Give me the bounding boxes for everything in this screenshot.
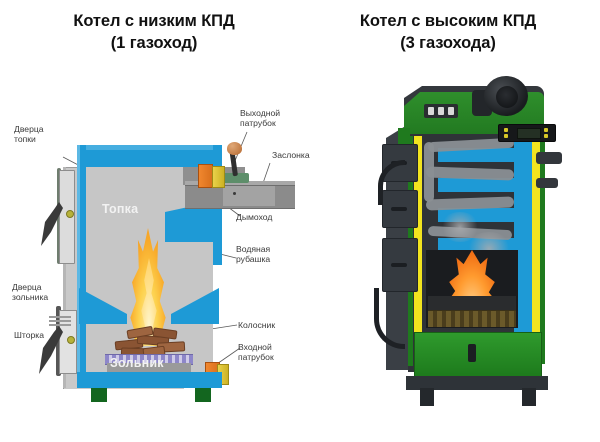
fuel-bed-grate	[428, 310, 516, 327]
control-panel[interactable]	[498, 124, 556, 142]
green-trim-strip	[540, 140, 545, 364]
rear-pipe-lower	[536, 178, 558, 188]
water-jacket-right-column	[514, 140, 532, 362]
toggle-switch[interactable]	[438, 107, 444, 115]
yellow-accent-strip	[532, 140, 540, 364]
callout-shutter: Шторка	[14, 330, 45, 340]
rear-pipe-upper	[536, 152, 562, 164]
damper-base	[223, 173, 249, 183]
door-handle[interactable]	[391, 263, 407, 267]
page-title-right-boiler: Котел с высоким КПД (3 газохода)	[302, 10, 594, 54]
callout-ashpan-door: Дверца зольника	[12, 282, 49, 303]
boiler-top-green-edge	[398, 128, 410, 144]
ash-compartment-handle[interactable]	[468, 344, 476, 362]
title-right-line1: Котел с высоким КПД	[359, 12, 537, 30]
boiler-leg	[420, 388, 434, 406]
callout-damper: Заслонка	[272, 150, 310, 160]
upper-hose	[378, 160, 405, 205]
boiler-leg	[91, 388, 107, 402]
water-jacket-top	[77, 145, 222, 167]
callout-outlet-pipe: Выходной патрубок	[240, 108, 281, 129]
callout-chimney: Дымоход	[236, 212, 273, 222]
boiler-casing-edge	[63, 167, 66, 388]
control-panel-display	[517, 128, 541, 139]
indicator-led	[544, 134, 548, 138]
water-jacket-top-highlight	[77, 145, 222, 150]
indicator-led	[544, 128, 548, 132]
right-boiler-illustration	[374, 76, 580, 422]
door-handle[interactable]	[391, 207, 407, 211]
ash-compartment-door[interactable]	[414, 332, 542, 378]
shutter[interactable]	[49, 316, 71, 328]
ashpan-inner-label: Зольник	[110, 356, 164, 370]
title-left-line1: Котел с низким КПД	[73, 12, 235, 30]
title-left-line2: (1 газоход)	[110, 34, 198, 52]
boiler-leg	[522, 388, 536, 406]
flame-inner	[141, 258, 157, 338]
firebox-door-knob[interactable]	[66, 210, 74, 218]
boiler-leg	[195, 388, 211, 402]
switch-panel[interactable]	[424, 104, 458, 118]
toggle-switch[interactable]	[448, 107, 454, 115]
firewood-stack	[113, 325, 187, 359]
damper-knob	[227, 142, 242, 155]
flue-duct-top	[185, 181, 295, 186]
water-jacket-left-highlight	[77, 145, 80, 388]
page-title-left-boiler: Котел с низким КПД (1 газоход)	[10, 10, 298, 54]
water-jacket-baffle	[438, 148, 516, 162]
blower-fan-hub	[496, 86, 518, 108]
boiler-plinth	[406, 376, 548, 390]
firebox-inner-label: Топка	[102, 202, 139, 216]
water-jacket-baffle	[438, 178, 516, 192]
yellow-accent-strip	[414, 136, 422, 366]
ashpan-door-knob[interactable]	[67, 336, 75, 344]
callout-water-jacket: Водяная рубашка	[236, 244, 271, 265]
outlet-pipe-collar	[212, 166, 225, 188]
flue-duct-inner	[223, 186, 275, 206]
title-right-line2: (3 газохода)	[400, 34, 496, 52]
loading-door[interactable]	[382, 238, 418, 292]
toggle-switch[interactable]	[428, 107, 434, 115]
left-boiler-illustration: Топка Зольник	[39, 140, 295, 402]
water-jacket-left	[77, 145, 86, 388]
indicator-led	[504, 134, 508, 138]
callout-firebox-door: Дверца топки	[14, 124, 44, 145]
outlet-pipe	[198, 164, 213, 188]
damper-pivot-dot	[233, 192, 236, 195]
water-jacket-bottom	[77, 372, 222, 388]
callout-inlet-pipe: Входной патрубок	[238, 342, 274, 363]
callout-grate: Колосник	[238, 320, 276, 330]
fuel-ash-layer	[428, 296, 516, 312]
indicator-led	[504, 128, 508, 132]
